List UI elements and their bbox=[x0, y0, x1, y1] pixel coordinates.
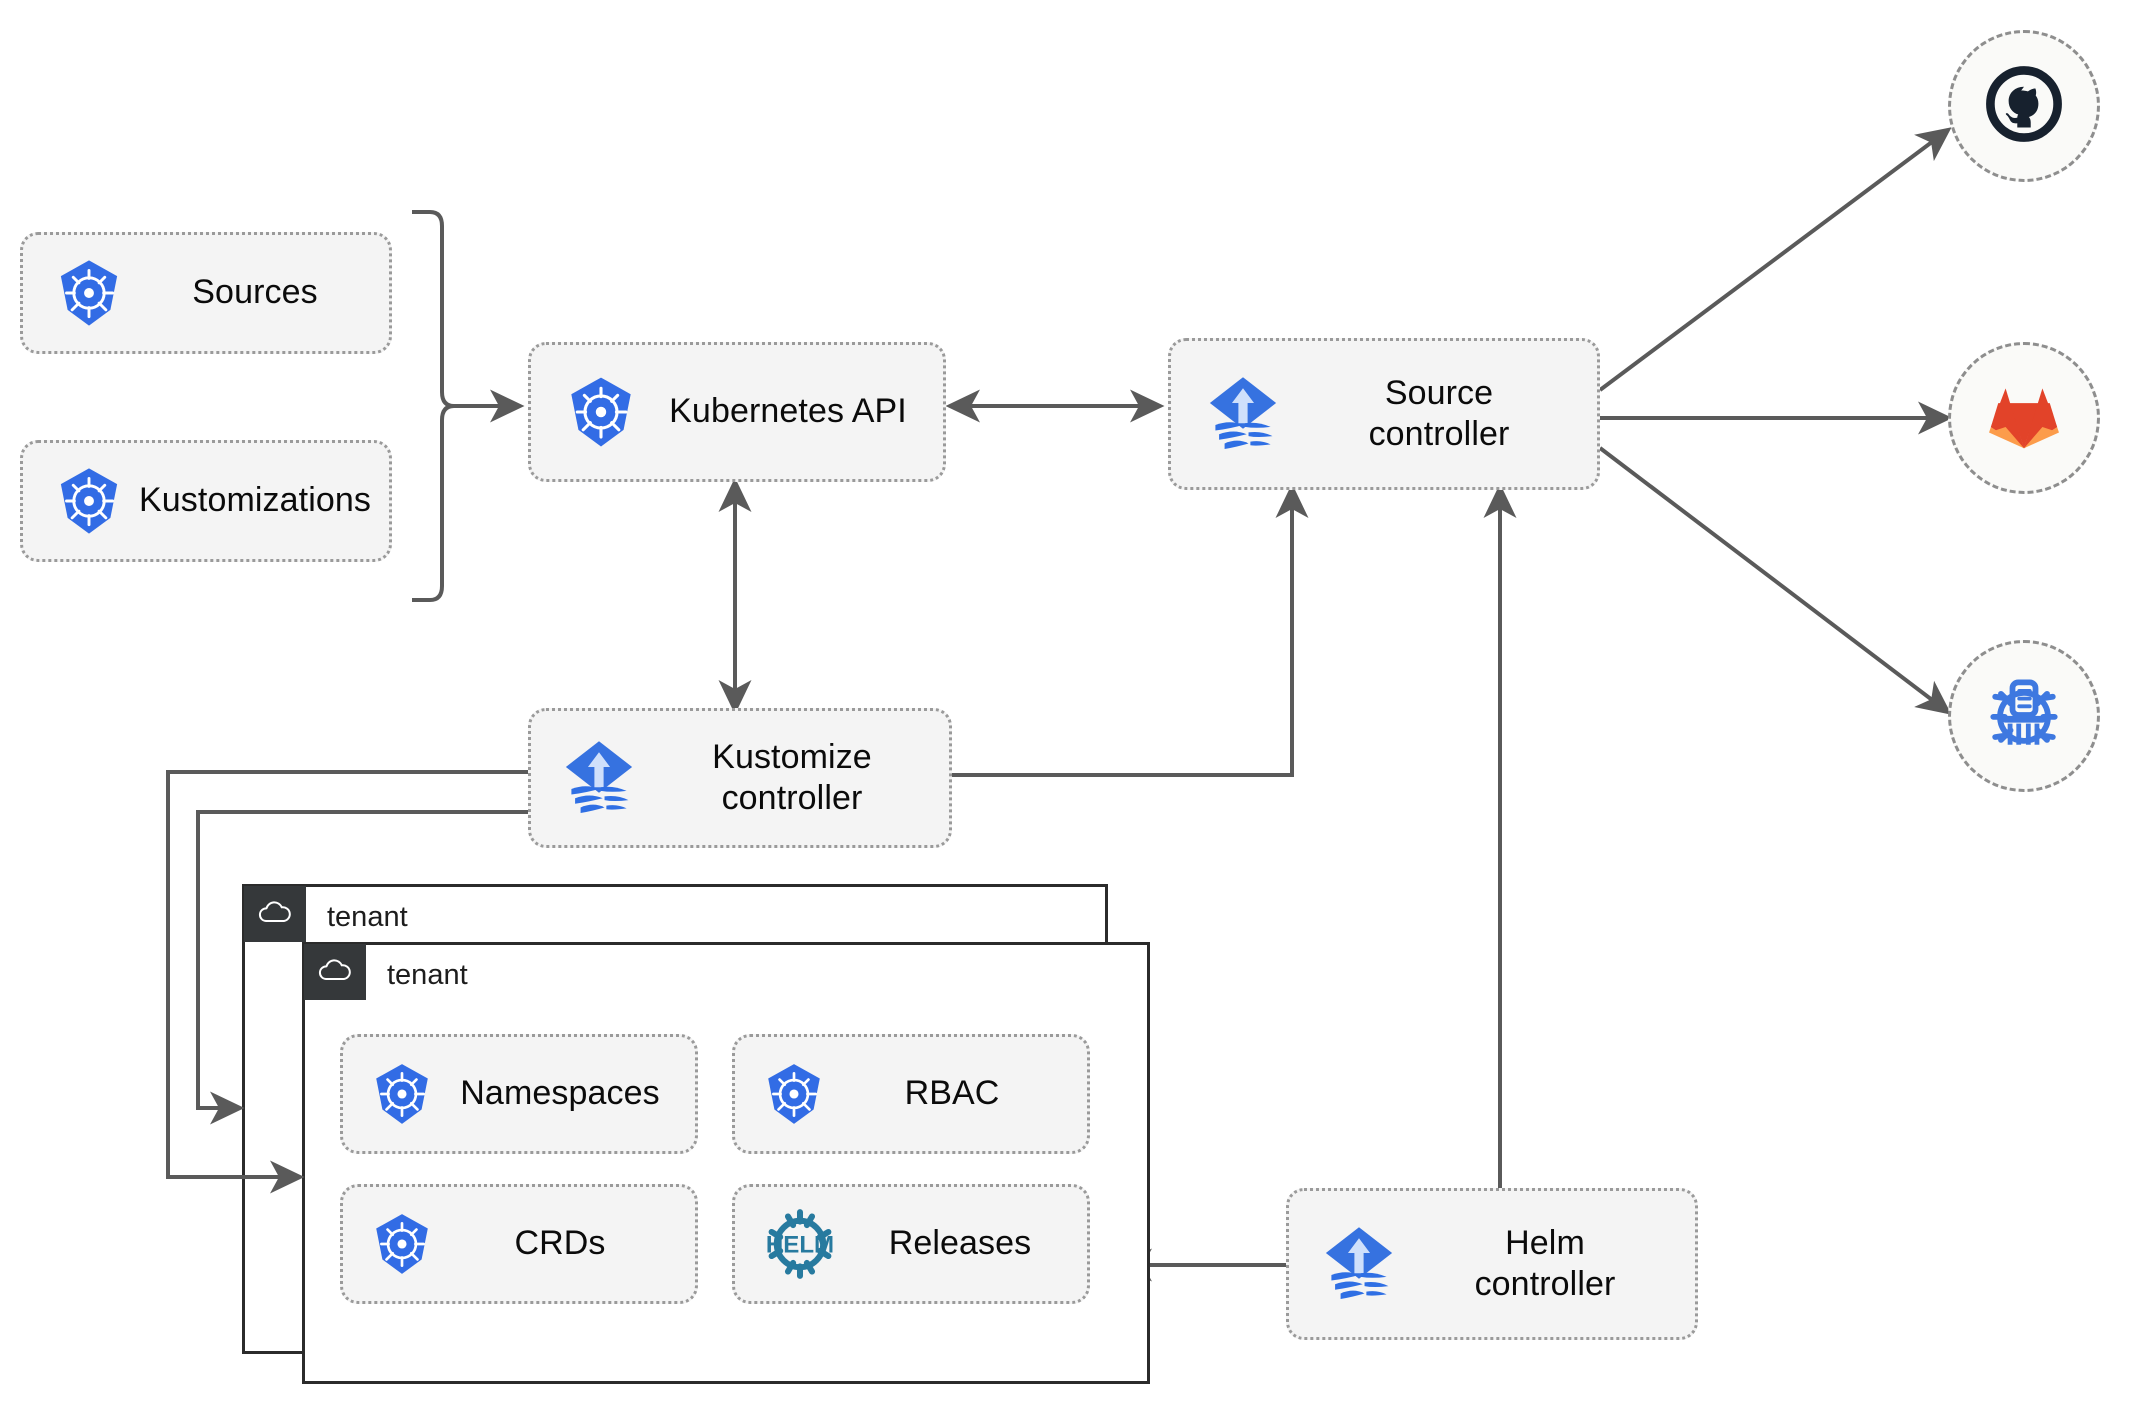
node-kubernetes-api[interactable]: Kubernetes API bbox=[528, 342, 946, 482]
node-label: Kustomize controller bbox=[712, 737, 872, 817]
node-crds[interactable]: CRDs bbox=[340, 1184, 698, 1304]
node-label: CRDs bbox=[514, 1224, 606, 1263]
kubernetes-icon bbox=[369, 1211, 435, 1277]
cloud-icon bbox=[257, 899, 293, 930]
node-kustomizations[interactable]: Kustomizations bbox=[20, 440, 392, 562]
node-source-controller[interactable]: Source controller bbox=[1168, 338, 1600, 490]
kubernetes-icon bbox=[761, 1061, 827, 1127]
flux-icon bbox=[553, 732, 645, 824]
node-label: RBAC bbox=[904, 1074, 1000, 1113]
tenant-window-front[interactable]: tenant bbox=[302, 942, 1150, 1384]
node-label: Source controller bbox=[1368, 373, 1510, 453]
node-label: Releases bbox=[888, 1224, 1032, 1263]
kubernetes-icon bbox=[53, 465, 125, 537]
node-label: Kubernetes API bbox=[669, 392, 907, 431]
flux-icon bbox=[1197, 368, 1289, 460]
tenant-label: tenant bbox=[387, 959, 468, 991]
node-releases[interactable]: HELM Releases bbox=[732, 1184, 1090, 1304]
node-label: Helm controller bbox=[1474, 1223, 1616, 1303]
node-label: Namespaces bbox=[460, 1074, 660, 1113]
helm-icon: HELM bbox=[757, 1201, 843, 1287]
tenant-label: tenant bbox=[327, 901, 408, 933]
provider-helm-repository[interactable] bbox=[1948, 640, 2100, 792]
helm-repository-icon bbox=[1976, 666, 2072, 767]
edge-kustomize-source bbox=[950, 483, 1309, 777]
github-icon bbox=[1976, 56, 2072, 157]
cloud-icon bbox=[317, 957, 353, 988]
edge-source-github bbox=[1598, 127, 1952, 392]
node-namespaces[interactable]: Namespaces bbox=[340, 1034, 698, 1154]
kubernetes-icon bbox=[563, 374, 639, 450]
helm-wordmark: HELM bbox=[766, 1232, 834, 1259]
node-kustomize-controller[interactable]: Kustomize controller bbox=[528, 708, 952, 848]
node-sources[interactable]: Sources bbox=[20, 232, 392, 354]
provider-github[interactable] bbox=[1948, 30, 2100, 182]
kubernetes-icon bbox=[53, 257, 125, 329]
group-brace bbox=[412, 210, 455, 602]
flux-icon bbox=[1313, 1218, 1405, 1310]
tenant-tab bbox=[304, 944, 366, 1000]
node-helm-controller[interactable]: Helm controller bbox=[1286, 1188, 1698, 1340]
edge-source-helmrepo bbox=[1598, 446, 1952, 715]
kubernetes-icon bbox=[369, 1061, 435, 1127]
tenant-tab bbox=[244, 886, 306, 942]
gitlab-icon bbox=[1978, 370, 2070, 467]
node-rbac[interactable]: RBAC bbox=[732, 1034, 1090, 1154]
node-label: Kustomizations bbox=[139, 481, 371, 520]
node-label: Sources bbox=[192, 273, 318, 312]
provider-gitlab[interactable] bbox=[1948, 342, 2100, 494]
